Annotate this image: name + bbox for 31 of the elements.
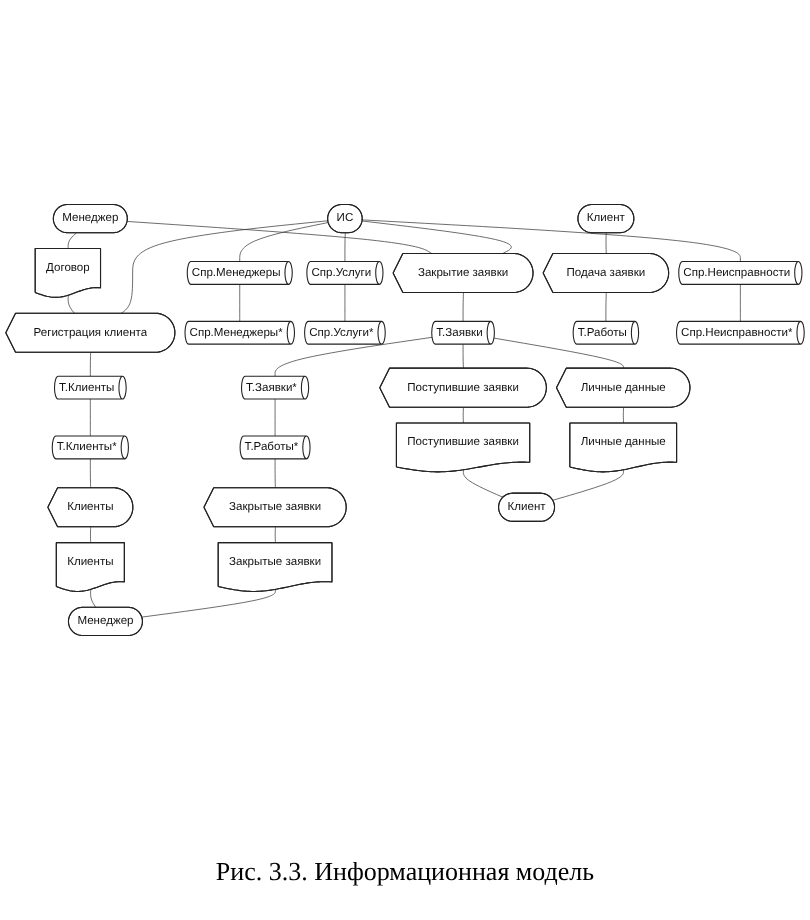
connector: [605, 232, 607, 255]
connector: [344, 283, 346, 322]
connector: [462, 343, 464, 369]
connector: [239, 222, 329, 262]
connector: [462, 407, 464, 424]
connector: [90, 526, 92, 544]
connector: [605, 292, 607, 322]
connector: [127, 221, 433, 255]
connector: [552, 469, 624, 501]
connector: [89, 352, 92, 377]
connector: [740, 283, 741, 322]
connector: [239, 283, 241, 322]
connector: [463, 469, 504, 498]
connector: [344, 232, 346, 262]
connector: [274, 526, 276, 544]
connector: [120, 220, 329, 314]
connector: [67, 295, 76, 314]
connector: [274, 398, 276, 437]
connector: [462, 292, 464, 322]
connector: [89, 398, 91, 437]
connector: [67, 232, 77, 250]
connector: [362, 219, 741, 262]
connector: [90, 589, 97, 609]
connector: [274, 458, 276, 489]
figure-caption: Рис. 3.3. Информационная модель: [213, 856, 597, 888]
connector: [623, 407, 624, 424]
connector: [362, 220, 512, 255]
connector: [274, 336, 433, 377]
connector: [493, 337, 624, 369]
connector: [141, 589, 276, 618]
connector: [89, 458, 92, 489]
